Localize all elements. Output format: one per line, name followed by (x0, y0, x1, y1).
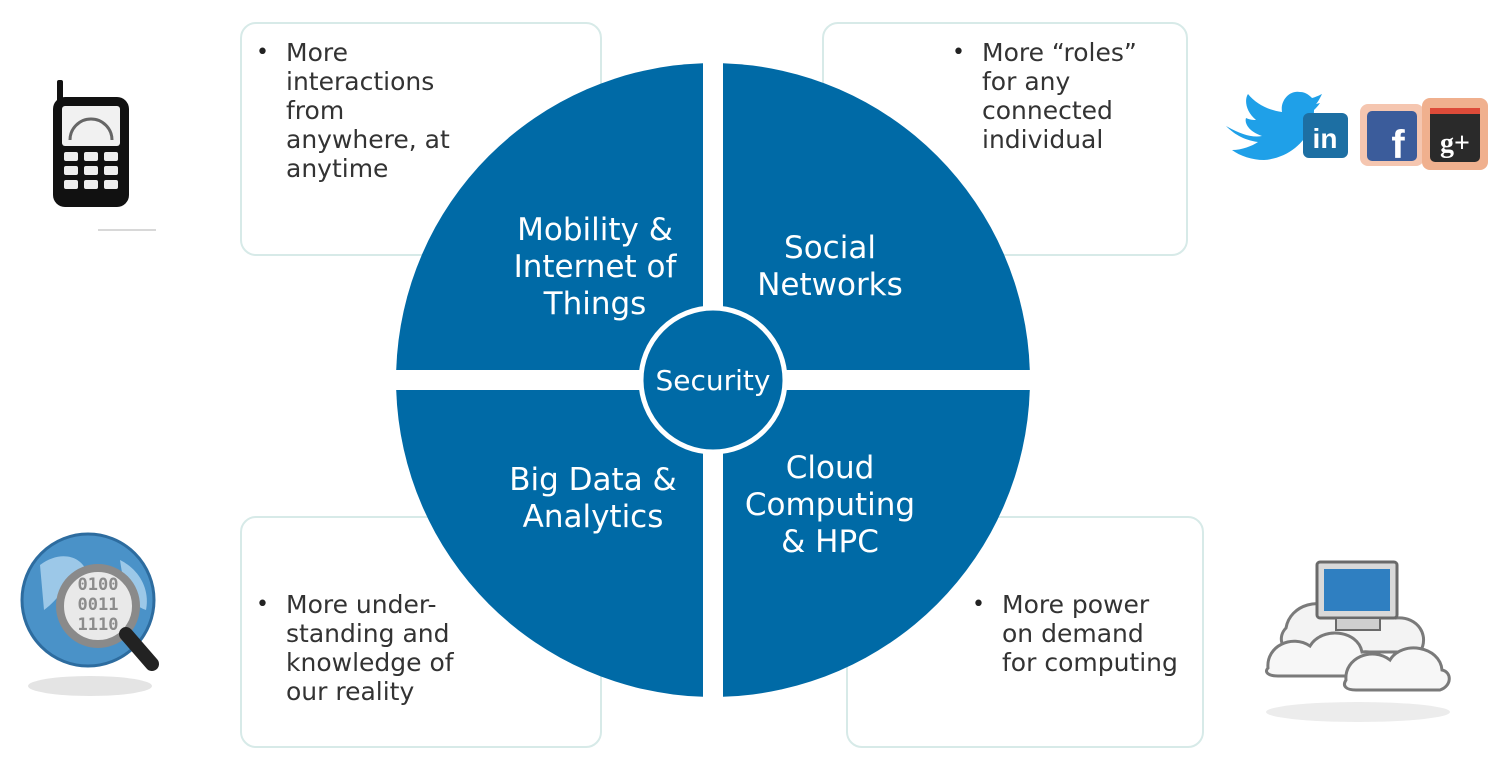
globe-magnifier-icon: 0100 0011 1110 (20, 532, 159, 696)
twitter-icon (1226, 91, 1322, 160)
linkedin-label: in (1313, 123, 1338, 154)
facebook-label: f (1391, 123, 1405, 167)
data-digits-2: 0011 (78, 595, 119, 615)
quadrant-bigdata-label: Big Data &Analytics (509, 462, 676, 535)
data-digits-1: 0100 (78, 575, 119, 595)
facebook-icon: f (1360, 104, 1424, 167)
box-bigdata-text: More under- standing and knowledge of ou… (256, 590, 600, 706)
box-cloud-text: More power on demand for computing (972, 590, 1202, 677)
box-mobility-text: More interactions from anywhere, at anyt… (256, 38, 600, 183)
data-digits-3: 1110 (78, 615, 119, 635)
security-circle (638, 305, 788, 455)
quadrant-cloud (723, 390, 1030, 697)
quadrant-bigdata (396, 390, 703, 697)
mobile-phone-icon (53, 80, 156, 231)
box-social-text: More “roles” for any connected individua… (952, 38, 1186, 154)
google-plus-label: g+ (1440, 128, 1470, 159)
quadrant-mobility (396, 63, 703, 370)
cloud-computer-icon (1265, 560, 1451, 722)
google-plus-icon: g+ (1422, 98, 1488, 170)
linkedin-icon: in (1303, 113, 1348, 158)
security-label: Security (656, 364, 771, 397)
quadrant-social (723, 63, 1030, 370)
